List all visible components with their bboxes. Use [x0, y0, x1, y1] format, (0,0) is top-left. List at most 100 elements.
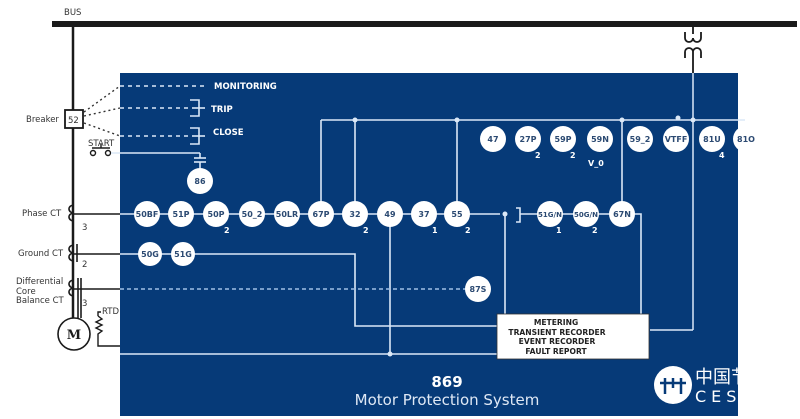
node-circle: [537, 201, 563, 227]
trip-label: TRIP: [211, 105, 233, 115]
node-count: 2: [570, 151, 576, 160]
node-label: 50G: [141, 250, 159, 259]
node-label: 27P: [520, 135, 537, 144]
breaker-box: [64, 109, 84, 129]
start-pushbutton-icon: [89, 144, 112, 157]
relay-panel: [120, 73, 738, 416]
node-86-label: 86: [194, 177, 206, 186]
phase-ct-count: 3: [82, 223, 87, 233]
rtd-label: RTD: [102, 307, 119, 317]
ground-ct-icon: [68, 244, 78, 262]
close-label: CLOSE: [213, 128, 244, 138]
node-circle: [480, 126, 506, 152]
diff-ct-label-2: Core: [16, 287, 36, 297]
node-47: 47: [480, 126, 506, 152]
node-circle: [609, 201, 635, 227]
node-circle: [444, 201, 470, 227]
node-87s: 87S: [465, 276, 491, 302]
ground-ct-count: 2: [82, 260, 87, 270]
recorder-item: TRANSIENT RECORDER: [508, 328, 605, 337]
node-label: 50P: [208, 210, 225, 219]
node-label: 50_2: [242, 210, 263, 219]
breaker-id: 52: [68, 116, 79, 126]
node-circle: [274, 201, 300, 227]
lockout-contact-icon: [194, 153, 206, 168]
node-label: 59_2: [630, 135, 651, 144]
node-label: 67P: [313, 210, 330, 219]
node-count: 4: [719, 151, 725, 160]
node-label: 55: [451, 210, 463, 219]
node-59p: 59P 2: [550, 126, 576, 160]
neutral-row: 51G/N 1 50G/N 2 67N: [537, 201, 635, 235]
bus-label: BUS: [64, 8, 81, 18]
node-59-2: 59_2: [627, 126, 653, 152]
node-circle: [699, 126, 725, 152]
node-circle: [168, 201, 194, 227]
node-label: 59P: [555, 135, 572, 144]
node-50-2: 50_2: [239, 201, 265, 227]
node-count: 1: [556, 226, 562, 235]
recorder-box: METERING TRANSIENT RECORDER EVENT RECORD…: [496, 313, 650, 360]
node-55: 552: [444, 201, 471, 235]
node-count: 2: [753, 151, 759, 160]
node-vtff: VTFF: [663, 126, 689, 152]
control-dotted-lines: [120, 85, 204, 137]
node-count: 2: [535, 151, 541, 160]
node-50lr: 50LR: [274, 201, 300, 227]
ground-ct-label: Ground CT: [18, 249, 64, 259]
node-count: 2: [592, 226, 598, 235]
phase-ct-label: Phase CT: [22, 209, 62, 219]
recorder-item: METERING: [534, 318, 578, 327]
node-label: 50BF: [136, 210, 159, 219]
bus-bar: [52, 21, 797, 27]
node-86: 86: [187, 168, 213, 194]
voltage-transformer-icon: [684, 27, 702, 73]
node-circle: [134, 201, 160, 227]
close-contact-icon: [190, 127, 205, 145]
node-50g: 50G: [138, 242, 162, 266]
node-37: 371: [411, 201, 438, 235]
node-label: 59N: [591, 135, 609, 144]
node-label: 50G/N: [574, 211, 598, 219]
node-circle: [377, 201, 403, 227]
diff-ct-count: 3: [82, 299, 87, 309]
node-circle: [550, 126, 576, 152]
node-27p: 27P 2: [515, 126, 541, 160]
node-circle: [308, 201, 334, 227]
node-count: 2: [465, 226, 471, 235]
node-label: 51P: [173, 210, 190, 219]
node-count: 1: [432, 226, 438, 235]
node-87s-label: 87S: [470, 285, 487, 294]
watermark: 中国节能网 CES.CN: [654, 366, 785, 406]
rtd-resistor-icon: [94, 311, 120, 347]
node-50p: 50P 2: [203, 201, 230, 235]
node-label: 49: [384, 210, 396, 219]
watermark-cn: 中国节能网: [695, 367, 785, 388]
node-51g: 51G: [171, 242, 195, 266]
node-label: 32: [349, 210, 360, 219]
node-circle: [171, 242, 195, 266]
node-49: 49: [377, 201, 403, 227]
node-circle: [587, 126, 613, 152]
node-count: 2: [224, 226, 230, 235]
diff-ct-label-1: Differential: [16, 277, 63, 287]
node-51p: 51P: [168, 201, 194, 227]
node-label: 37: [418, 210, 429, 219]
node-count: 2: [363, 226, 369, 235]
node-circle: [627, 126, 653, 152]
recorder-item: FAULT REPORT: [525, 347, 587, 356]
node-50bf: 50BF: [134, 201, 160, 227]
node-label: 51G/N: [538, 211, 562, 219]
node-circle: [515, 126, 541, 152]
node-label: 51G: [174, 250, 192, 259]
node-32: 322: [342, 201, 369, 235]
node-circle: [411, 201, 437, 227]
node-label: 67N: [613, 210, 631, 219]
node-67p: 67P: [308, 201, 334, 227]
diff-ct-icon: [68, 278, 82, 318]
